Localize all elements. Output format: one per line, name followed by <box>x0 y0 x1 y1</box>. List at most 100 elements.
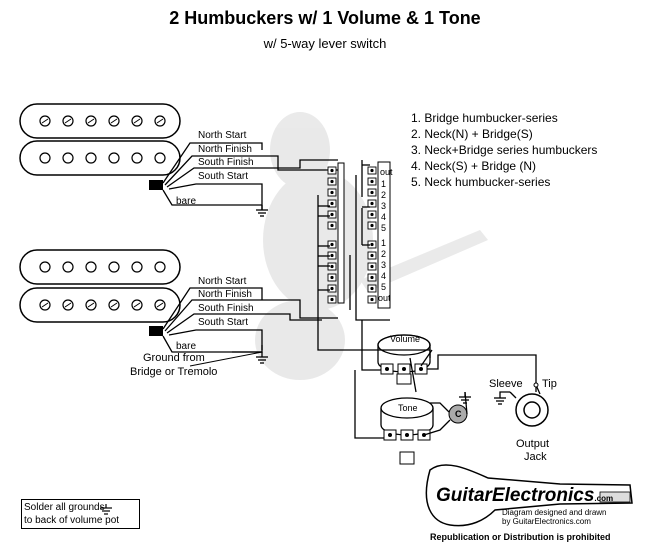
solder-point <box>370 275 374 280</box>
switch-jumpers <box>317 160 390 321</box>
solder-point <box>330 223 334 228</box>
page-subtitle: w/ 5-way lever switch <box>263 36 387 51</box>
bridge-tremolo-label: Bridge or Tremolo <box>130 366 218 378</box>
bridge-pickup <box>19 249 181 323</box>
switch-positions-legend: 1. Bridge humbucker-series 2. Neck(N) + … <box>411 110 597 190</box>
solder-point <box>330 212 334 217</box>
bridge-north-finish-label: North Finish <box>198 289 252 300</box>
switch-bottom-5: 5 <box>381 282 387 292</box>
brand-guitar-logo <box>425 464 633 527</box>
neck-cable-block <box>149 180 163 190</box>
switch-bottom-out: out <box>378 293 391 303</box>
switch-bottom-3: 3 <box>381 260 387 270</box>
bridge-south-start-label: South Start <box>198 317 249 328</box>
ground-note-line-2: to back of volume pot <box>24 515 120 526</box>
five-way-switch <box>327 161 391 309</box>
switch-bottom-2: 2 <box>381 249 387 259</box>
solder-point <box>330 286 334 291</box>
solder-point <box>370 201 374 206</box>
pole-screw <box>62 261 74 273</box>
brand-headstock <box>599 491 631 503</box>
jack-sleeve-label: Sleeve <box>489 378 523 390</box>
jack-name-label: Output <box>516 438 550 450</box>
pole-screws <box>39 261 166 311</box>
switch-top-3: 3 <box>381 201 387 211</box>
pole-screw <box>108 261 120 273</box>
switch-bottom-1: 1 <box>381 238 387 248</box>
switch-top-4: 4 <box>381 212 387 222</box>
solder-point <box>330 264 334 269</box>
solder-point <box>330 179 334 184</box>
solder-point <box>330 201 334 206</box>
solder-point <box>330 275 334 280</box>
solder-point <box>370 286 374 291</box>
solder-point <box>330 168 334 173</box>
pole-screw <box>39 152 51 164</box>
pot-ground-symbol <box>459 392 471 404</box>
screw-slot <box>87 118 95 124</box>
note-ground-icon <box>100 504 112 515</box>
solder-point <box>370 297 374 302</box>
pole-screw <box>39 261 51 273</box>
switch-top-5: 5 <box>381 223 387 233</box>
output-jack <box>499 382 549 427</box>
neck-south-finish-label: South Finish <box>198 157 254 168</box>
brand-credit-line-1: Diagram designed and drawn <box>502 508 607 517</box>
bridge-south-finish-label: South Finish <box>198 303 254 314</box>
brand-name-text: GuitarElectronics <box>436 485 595 506</box>
switch-bottom-4: 4 <box>381 271 387 281</box>
pole-screws <box>39 115 166 164</box>
bridge-ground-symbol <box>256 352 268 364</box>
switch-top-2: 2 <box>381 190 387 200</box>
solder-point <box>370 264 374 269</box>
position-2: 2. Neck(N) + Bridge(S) <box>411 127 533 141</box>
solder-point <box>330 190 334 195</box>
neck-wires <box>162 142 338 210</box>
jack-name-label-2: Jack <box>524 451 547 463</box>
solder-point <box>370 253 374 258</box>
brand-suffix: .com <box>594 494 614 503</box>
brand-credit: Diagram designed and drawn by GuitarElec… <box>502 508 607 526</box>
ground-from-label: Ground from <box>143 352 205 364</box>
screw-slot <box>64 302 72 308</box>
neck-pickup <box>19 103 181 176</box>
pole-screw <box>85 261 97 273</box>
neck-south-start-label: South Start <box>198 171 249 182</box>
neck-north-start-label: North Start <box>198 130 247 141</box>
neck-ground-symbol <box>256 205 268 217</box>
jack-ground-symbol <box>494 397 506 405</box>
pole-screw <box>131 152 143 164</box>
tone-label: Tone <box>398 403 418 413</box>
screw-slot <box>156 118 164 124</box>
solder-point <box>370 190 374 195</box>
tone-pot <box>380 397 434 465</box>
ground-note-line-1: Solder all grounds <box>24 502 105 513</box>
screw-slot <box>64 118 72 124</box>
neck-north-finish-label: North Finish <box>198 144 252 155</box>
bridge-north-start-label: North Start <box>198 276 247 287</box>
ground-note: Solder all grounds to back of volume pot <box>21 499 140 529</box>
switch-top-out: out <box>380 167 393 177</box>
pole-screw <box>154 152 166 164</box>
pole-screw <box>62 152 74 164</box>
switch-top-1: 1 <box>381 179 387 189</box>
brand-name: GuitarElectronics.com <box>436 485 613 507</box>
screw-slot <box>87 302 95 308</box>
neck-bare-label: bare <box>176 196 197 207</box>
capacitor-label: C <box>455 409 462 419</box>
solder-point <box>370 168 374 173</box>
jack-tip-label: Tip <box>542 378 557 390</box>
position-4: 4. Neck(S) + Bridge (N) <box>411 159 537 173</box>
page-title: 2 Humbuckers w/ 1 Volume & 1 Tone <box>169 8 481 28</box>
solder-point <box>370 242 374 247</box>
volume-label: Volume <box>390 334 421 344</box>
screw-slot <box>110 118 118 124</box>
solder-point <box>370 212 374 217</box>
solder-point <box>330 253 334 258</box>
screw-slot <box>133 118 141 124</box>
pole-screw <box>154 261 166 273</box>
position-1: 1. Bridge humbucker-series <box>411 111 558 125</box>
pole-screw <box>108 152 120 164</box>
position-3: 3. Neck+Bridge series humbuckers <box>411 143 598 157</box>
